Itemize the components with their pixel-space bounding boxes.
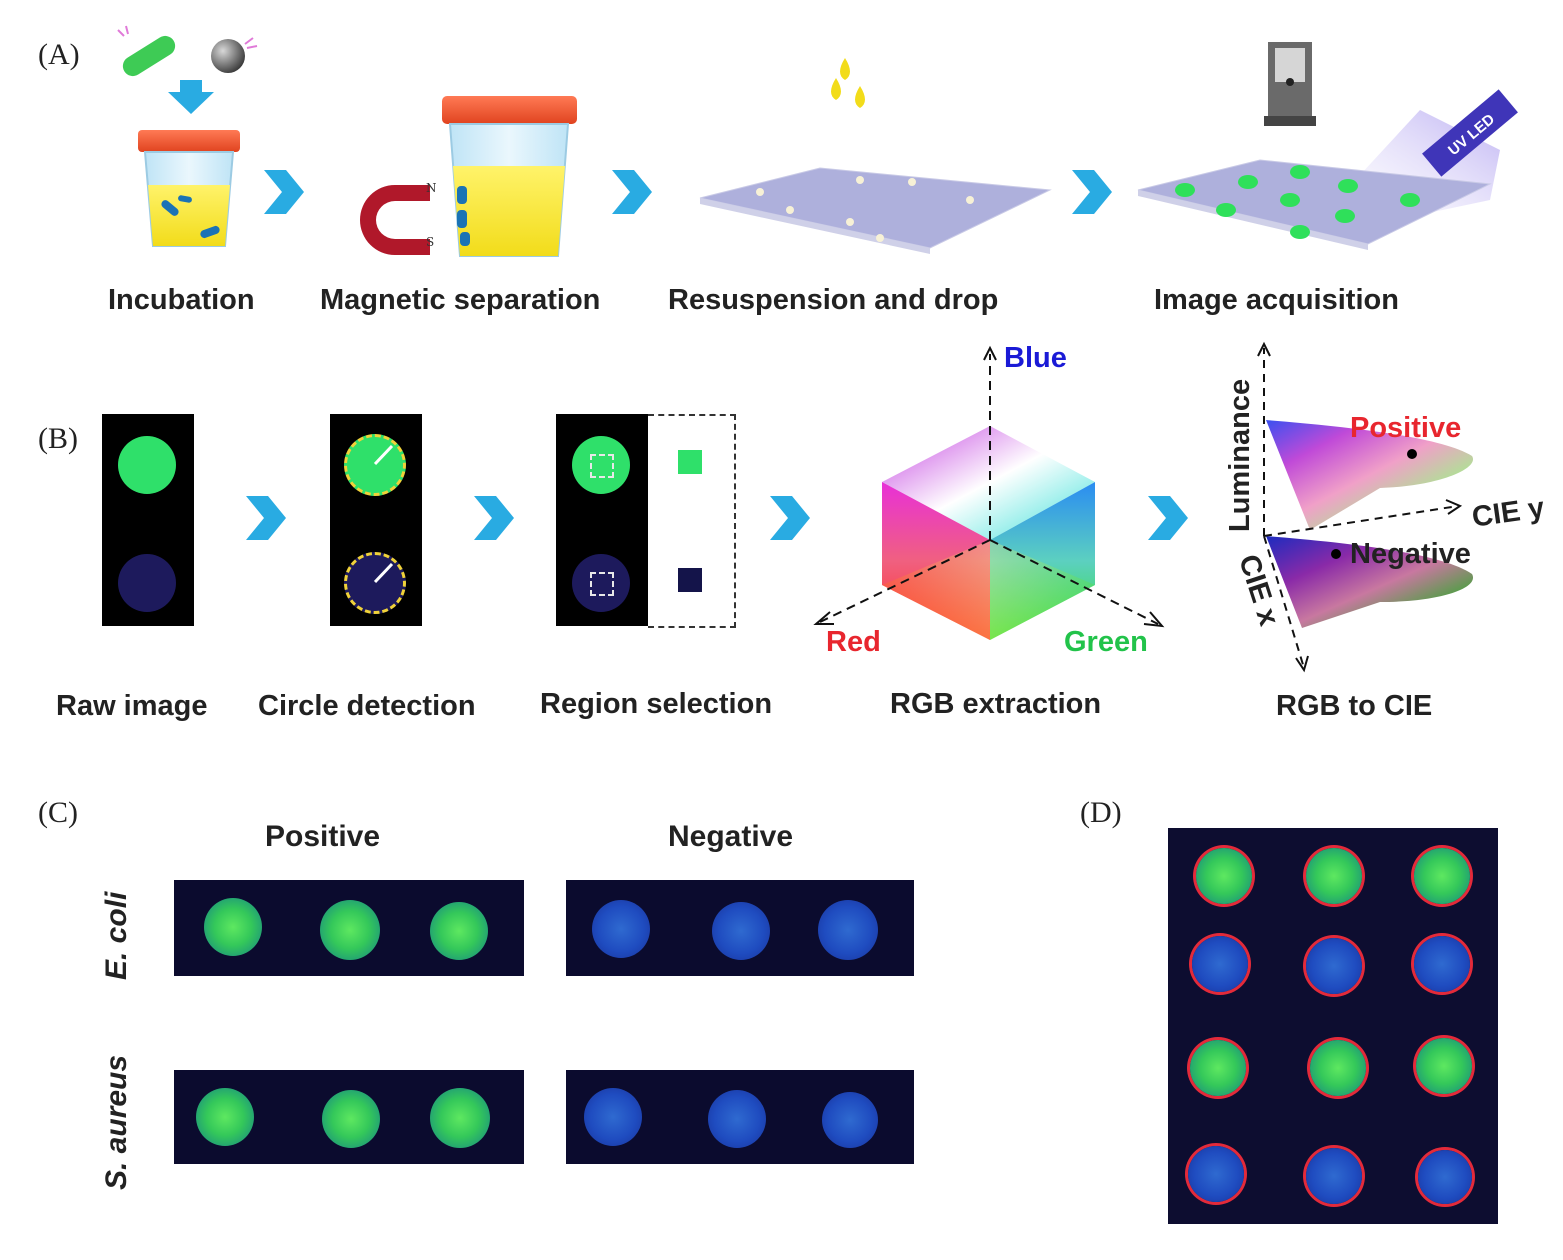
array-spot-positive [1310,1040,1366,1096]
detected-positive-circle [344,434,406,496]
array-spot-negative [1414,936,1470,992]
arrow-icon [1148,496,1188,540]
arrow-icon [770,496,810,540]
test-spot-negative [708,1090,766,1148]
strip-s-aureus-positive [174,1070,524,1164]
arrow-icon [474,496,514,540]
test-spot-negative [592,900,650,958]
arrow-icon [246,496,286,540]
array-spot-positive [1416,1038,1472,1094]
array-spot-negative [1306,1148,1362,1204]
cie-x-axis [1263,535,1305,669]
panel-label-b: (B) [38,422,78,455]
cie-positive-gamut [1266,420,1474,530]
circle-detection-panel [330,414,422,626]
drop-plate-icon [699,167,1052,254]
step-circle-detection: Circle detection [258,690,476,722]
uv-led-icon [1422,89,1518,177]
bacterium-icon [117,25,176,77]
camera-icon [1264,42,1316,126]
step-region-selection: Region selection [540,688,773,720]
positive-point [1407,449,1417,459]
array-spot-positive [1306,848,1362,904]
droplets-icon [831,58,865,108]
array-spot-positive [1190,1040,1246,1096]
test-spot-negative [822,1092,878,1148]
axis-label-green: Green [1064,626,1148,658]
test-spot-negative [584,1088,642,1146]
roi-square [590,454,614,478]
strip-s-aureus-negative [566,1070,914,1164]
uv-plate-icon [1137,159,1492,250]
negative-spot [118,554,176,612]
negative-roi-swatch [678,568,702,592]
column-label-negative: Negative [668,820,794,853]
raw-image-panel [102,414,194,626]
step-magnetic-separation: Magnetic separation [320,284,601,316]
strip-e-coli-negative [566,880,914,976]
svg-text:S: S [426,235,434,249]
region-selection-panel [556,414,648,626]
arrow-icon [1072,170,1112,214]
roi-square [590,572,614,596]
axis-label-red: Red [826,626,881,658]
panel-label-c: (C) [38,796,78,829]
radius-lines [373,444,394,584]
test-spot-negative [712,902,770,960]
panel-label-d: (D) [1080,796,1122,829]
magnet-icon: N S [360,181,437,255]
step-raw-image: Raw image [56,690,208,722]
test-spot-negative [818,900,878,960]
array-spot-positive [1414,848,1470,904]
positive-spot [118,436,176,494]
array-plate [1168,828,1498,1224]
cie-label-negative: Negative [1350,538,1471,570]
row-label-s-aureus: S. aureus [100,1054,133,1190]
panel-label-a: (A) [38,38,80,71]
row-label-e-coli: E. coli [100,891,133,980]
green-axis [989,539,1159,625]
cie-y-axis [1263,505,1459,537]
detected-negative-circle [344,552,406,614]
test-spot-positive [430,902,488,960]
cube-top-face [882,426,1095,540]
rgb-cube-diagram [813,345,1165,640]
step-incubation: Incubation [108,284,255,316]
region-output-box [648,414,736,628]
array-spot-negative [1306,938,1362,994]
step-resuspension: Resuspension and drop [668,284,999,316]
test-spot-positive [322,1090,380,1148]
cie-negative-gamut [1266,536,1474,628]
panel-a-illustration: N S UV LED [117,25,1518,257]
arrow-icon [264,170,304,214]
positive-roi-swatch [678,450,702,474]
step-rgb-extraction: RGB extraction [890,688,1102,720]
negative-spot [572,554,630,612]
svg-text:N: N [426,181,437,195]
test-spot-positive [196,1088,254,1146]
down-arrow-icon [168,80,214,114]
test-spot-positive [430,1088,490,1148]
positive-spot [572,436,630,494]
array-spot-negative [1188,1146,1244,1202]
strip-e-coli-positive [174,880,524,976]
array-spot-negative [1192,936,1248,992]
array-spot-positive [1196,848,1252,904]
step-rgb-to-cie: RGB to CIE [1276,690,1433,722]
axis-label-luminance: Luminance [1224,378,1256,532]
cie-label-positive: Positive [1350,412,1462,444]
test-spot-positive [320,900,380,960]
red-axis [819,539,991,623]
axis-label-blue: Blue [1004,342,1067,374]
test-spot-positive [204,898,262,956]
arrow-icon [612,170,652,214]
column-label-positive: Positive [265,820,381,853]
incubation-cup-icon [138,130,240,247]
separation-cup-icon [442,96,577,257]
cie-diagram [1257,341,1474,673]
negative-point [1331,549,1341,559]
array-spot-negative [1418,1150,1472,1204]
magnetic-bead-icon [211,37,258,73]
step-image-acquisition: Image acquisition [1154,284,1399,316]
